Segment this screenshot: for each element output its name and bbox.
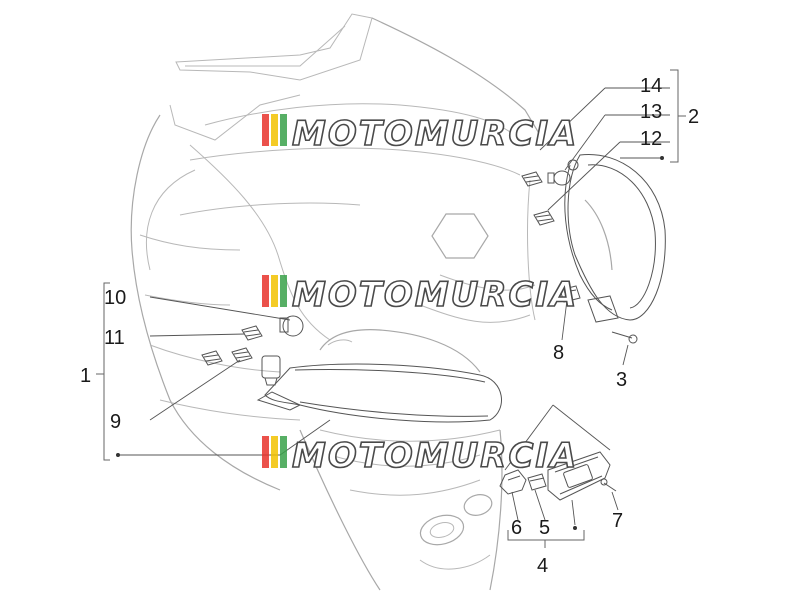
bulb-9b (201, 350, 223, 366)
callout-9: 9 (110, 411, 121, 433)
watermark-stripe-green (280, 275, 287, 307)
bulb-group-right (521, 170, 638, 344)
headlight-assembly (256, 329, 502, 423)
watermark-text: MOTOMURCIA (292, 275, 578, 315)
callout-2: 2 (688, 106, 699, 128)
scooter-front-body (130, 13, 541, 591)
watermark-stripe-green (280, 114, 287, 146)
watermark-stripe-green (280, 436, 287, 468)
callout-3: 3 (616, 369, 627, 391)
bulb-14 (521, 171, 543, 187)
watermark-stripe-yellow (271, 436, 278, 468)
bulb-13 (547, 170, 571, 186)
callout-7: 7 (612, 510, 623, 532)
clip-8 (559, 285, 581, 303)
watermark-stripe-yellow (271, 114, 278, 146)
bulb-9a (231, 347, 253, 363)
screw-3 (611, 331, 638, 344)
bulb-12 (533, 210, 555, 226)
watermark-middle: MOTOMURCIA (262, 274, 578, 316)
callout-11: 11 (104, 327, 125, 349)
callout-8: 8 (553, 342, 564, 364)
watermark-top: MOTOMURCIA (262, 113, 578, 155)
watermark-stripe-red (262, 114, 269, 146)
callout-10: 10 (104, 287, 126, 309)
callout-6: 6 (511, 517, 522, 539)
plate-light-assembly (499, 451, 617, 501)
bulb-10 (279, 315, 304, 337)
callout-1: 1 (80, 365, 91, 387)
watermark-stripe-yellow (271, 275, 278, 307)
watermark-text: MOTOMURCIA (292, 114, 578, 154)
watermark-stripe-red (262, 436, 269, 468)
callout-numbers: 1 2 3 4 5 6 7 8 9 10 11 12 13 14 (80, 75, 699, 577)
bulb-11 (241, 325, 263, 341)
bulb-5 (527, 473, 547, 491)
watermark-text: MOTOMURCIA (292, 436, 578, 476)
callout-14: 14 (640, 75, 662, 97)
screw-7 (600, 478, 617, 492)
grouping-brackets (96, 69, 686, 548)
callout-4: 4 (537, 555, 548, 577)
callout-5: 5 (539, 517, 550, 539)
watermark-bottom: MOTOMURCIA (262, 435, 578, 477)
socket-6 (499, 469, 527, 495)
indicator-lamp-right (564, 153, 666, 323)
callout-12: 12 (640, 128, 662, 150)
bulb-group-left (201, 315, 304, 366)
watermark-stripe-red (262, 275, 269, 307)
callout-13: 13 (640, 101, 662, 123)
